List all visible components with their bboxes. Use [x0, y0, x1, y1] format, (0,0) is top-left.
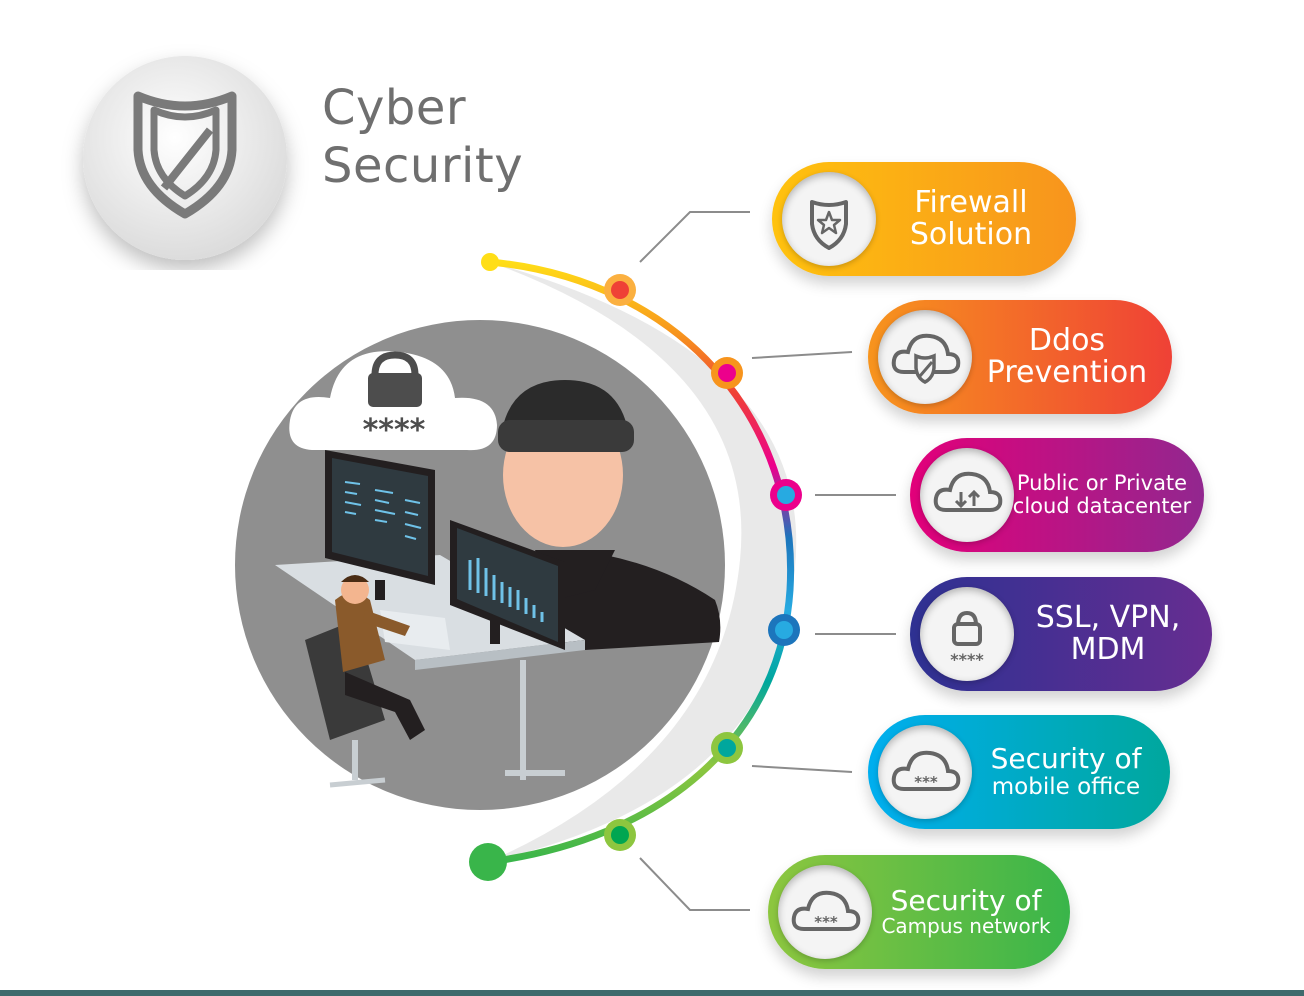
- padlock-icon: ****: [920, 587, 1014, 681]
- connector-lines: [639, 211, 896, 911]
- campus-label-line-1: Security of: [890, 884, 1042, 918]
- arc-start-dot: [481, 253, 499, 271]
- title-line-2: Security: [322, 138, 524, 194]
- shield-icon: [133, 91, 237, 219]
- campus-icon-text: ***: [814, 913, 838, 931]
- monitor-right: [450, 520, 565, 650]
- title-line-1: Cyber: [322, 80, 467, 136]
- hacker-illustration: ****: [235, 320, 725, 810]
- ssl-label-line-1: SSL, VPN,: [1035, 599, 1181, 635]
- mobile-office-icon-text: ***: [914, 773, 938, 791]
- title-badge: [83, 56, 287, 260]
- ddos-label-line-2: Prevention: [986, 355, 1148, 390]
- padlock-icon: [368, 351, 422, 407]
- ddos-prevention-pill: Ddos Prevention: [868, 300, 1172, 414]
- firewall-label-line-2: Solution: [909, 217, 1033, 252]
- ssl-label-line-2: MDM: [1070, 632, 1146, 667]
- mobile-office-label-line-2: mobile office: [991, 773, 1141, 800]
- firewall-solution-pill: Firewall Solution: [772, 162, 1076, 276]
- keyboard: [380, 610, 450, 650]
- cloud-shield-icon: [878, 310, 972, 404]
- cloud-password-icon: ***: [778, 865, 872, 959]
- monitor-left: [325, 450, 435, 600]
- shield-star-icon: [782, 172, 876, 266]
- cloud-password-icon: ***: [878, 725, 972, 819]
- arc-nodes: [469, 253, 802, 881]
- mobile-office-pill: *** Security of mobile office: [868, 715, 1170, 829]
- seated-user: [305, 575, 425, 788]
- password-cloud: ****: [289, 351, 497, 451]
- cloud-datacenter-label-line-2: cloud datacenter: [1012, 494, 1192, 518]
- campus-label-line-2: Campus network: [881, 914, 1051, 939]
- ssl-vpn-mdm-pill: **** SSL, VPN, MDM: [910, 577, 1212, 691]
- ddos-label-line-1: Ddos: [1028, 322, 1106, 358]
- cloud-password-text: ****: [363, 413, 426, 448]
- firewall-label-line-1: Firewall: [914, 184, 1028, 220]
- arc-end-dot: [469, 843, 507, 881]
- ssl-icon-text: ****: [950, 650, 984, 669]
- cloud-datacenter-label-line-1: Public or Private: [1016, 471, 1188, 496]
- campus-network-pill: *** Security of Campus network: [768, 855, 1070, 969]
- cloud-sync-icon: [920, 448, 1014, 542]
- mobile-office-label-line-1: Security of: [990, 742, 1142, 776]
- cloud-datacenter-pill: Public or Private cloud datacenter: [910, 438, 1204, 552]
- bottom-bar: [0, 990, 1304, 996]
